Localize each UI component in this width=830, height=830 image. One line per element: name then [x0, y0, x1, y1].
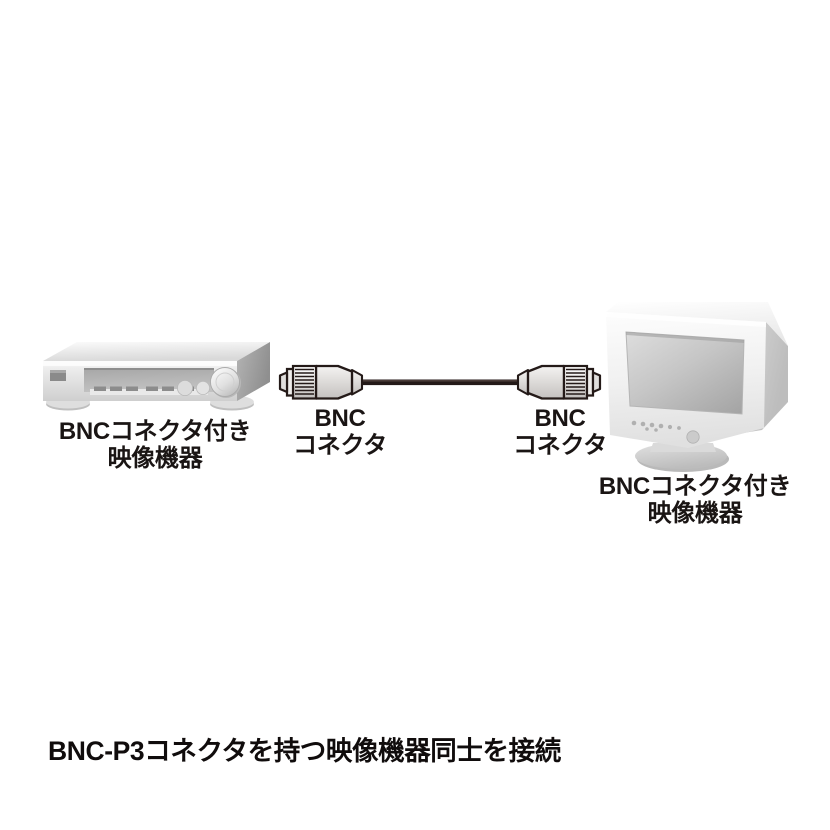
label-destination-device: BNCコネクタ付き 映像機器	[598, 473, 792, 528]
crt-monitor-icon	[606, 302, 788, 472]
diagram-caption: BNC-P3コネクタを持つ映像機器同士を接続	[48, 736, 561, 766]
bnc-coaxial-cable-icon	[360, 379, 520, 386]
label-source-device: BNCコネクタ付き 映像機器	[58, 418, 252, 473]
av-receiver-icon	[43, 342, 270, 411]
label-connector-left: BNC コネクタ	[293, 405, 387, 460]
bnc-connector-icon	[278, 364, 364, 400]
label-connector-right: BNC コネクタ	[513, 405, 607, 460]
bnc-connector-icon	[516, 364, 602, 400]
